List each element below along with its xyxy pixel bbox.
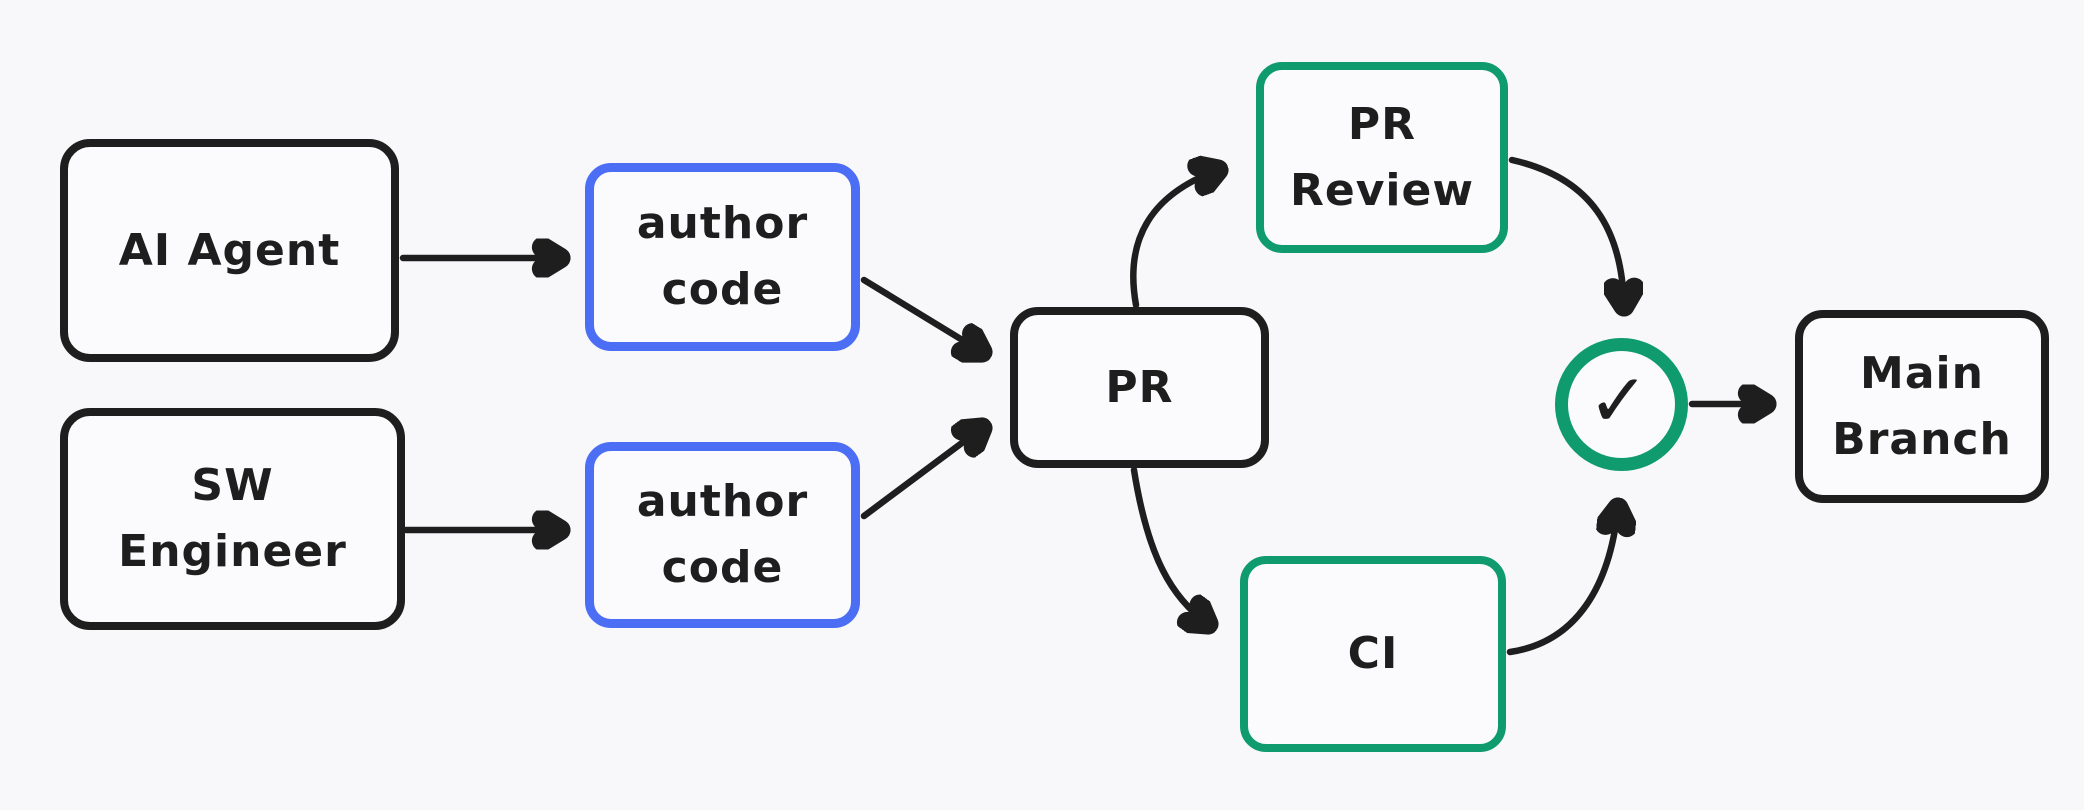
node-author-code-top: author code xyxy=(585,163,860,351)
arrow-author-code-top-to-pr xyxy=(860,276,982,352)
node-pr-review: PR Review xyxy=(1256,62,1508,253)
node-sw-engineer-label: SW Engineer xyxy=(118,460,347,577)
node-main-branch-label: Main Branch xyxy=(1832,347,2012,465)
node-ci: CI xyxy=(1240,556,1506,752)
node-sw-engineer: SW Engineer xyxy=(60,408,405,630)
node-author-code-bottom-label: author code xyxy=(636,476,809,593)
node-pr: PR xyxy=(1010,307,1269,468)
arrow-pr-to-pr-review xyxy=(1130,170,1218,309)
node-ai-agent-label: AI Agent xyxy=(118,224,341,276)
arrow-ci-to-check xyxy=(1506,508,1618,656)
arrow-author-code-bottom-to-pr xyxy=(860,428,982,520)
check-icon: ✓ xyxy=(1587,357,1650,444)
node-ai-agent: AI Agent xyxy=(60,139,399,362)
node-main-branch: Main Branch xyxy=(1795,310,2049,503)
node-ci-label: CI xyxy=(1347,628,1399,679)
node-author-code-top-label: author code xyxy=(636,198,809,315)
node-check-gate: ✓ xyxy=(1555,338,1688,471)
node-pr-label: PR xyxy=(1105,361,1174,413)
arrow-pr-review-to-check xyxy=(1508,156,1624,306)
node-author-code-bottom: author code xyxy=(585,442,860,628)
node-pr-review-label: PR Review xyxy=(1290,98,1474,216)
arrow-pr-to-ci xyxy=(1130,466,1208,624)
